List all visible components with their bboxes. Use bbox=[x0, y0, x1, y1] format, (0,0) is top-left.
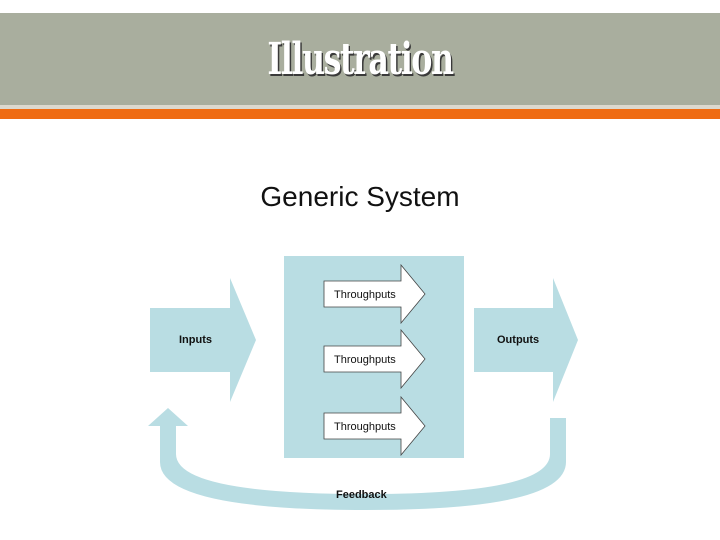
throughput-label-3: Throughputs bbox=[334, 421, 396, 433]
inputs-arrow bbox=[150, 278, 256, 402]
orange-accent-bar bbox=[0, 109, 720, 119]
throughput-label-1: Throughputs bbox=[334, 289, 396, 301]
feedback-label: Feedback bbox=[336, 489, 388, 501]
throughput-arrow-1: Throughputs bbox=[323, 263, 426, 325]
accent-divider bbox=[0, 105, 720, 109]
outputs-arrow bbox=[474, 278, 578, 402]
outputs-label: Outputs bbox=[497, 334, 539, 346]
diagram-title: Generic System bbox=[260, 181, 460, 212]
title-bar: Illustration bbox=[0, 13, 720, 105]
throughput-label-2: Throughputs bbox=[334, 354, 396, 366]
throughput-arrow-3: Throughputs bbox=[323, 395, 426, 457]
inputs-label: Inputs bbox=[179, 334, 212, 346]
slide-title: Illustration bbox=[267, 34, 454, 85]
throughput-arrow-2: Throughputs bbox=[323, 328, 426, 390]
